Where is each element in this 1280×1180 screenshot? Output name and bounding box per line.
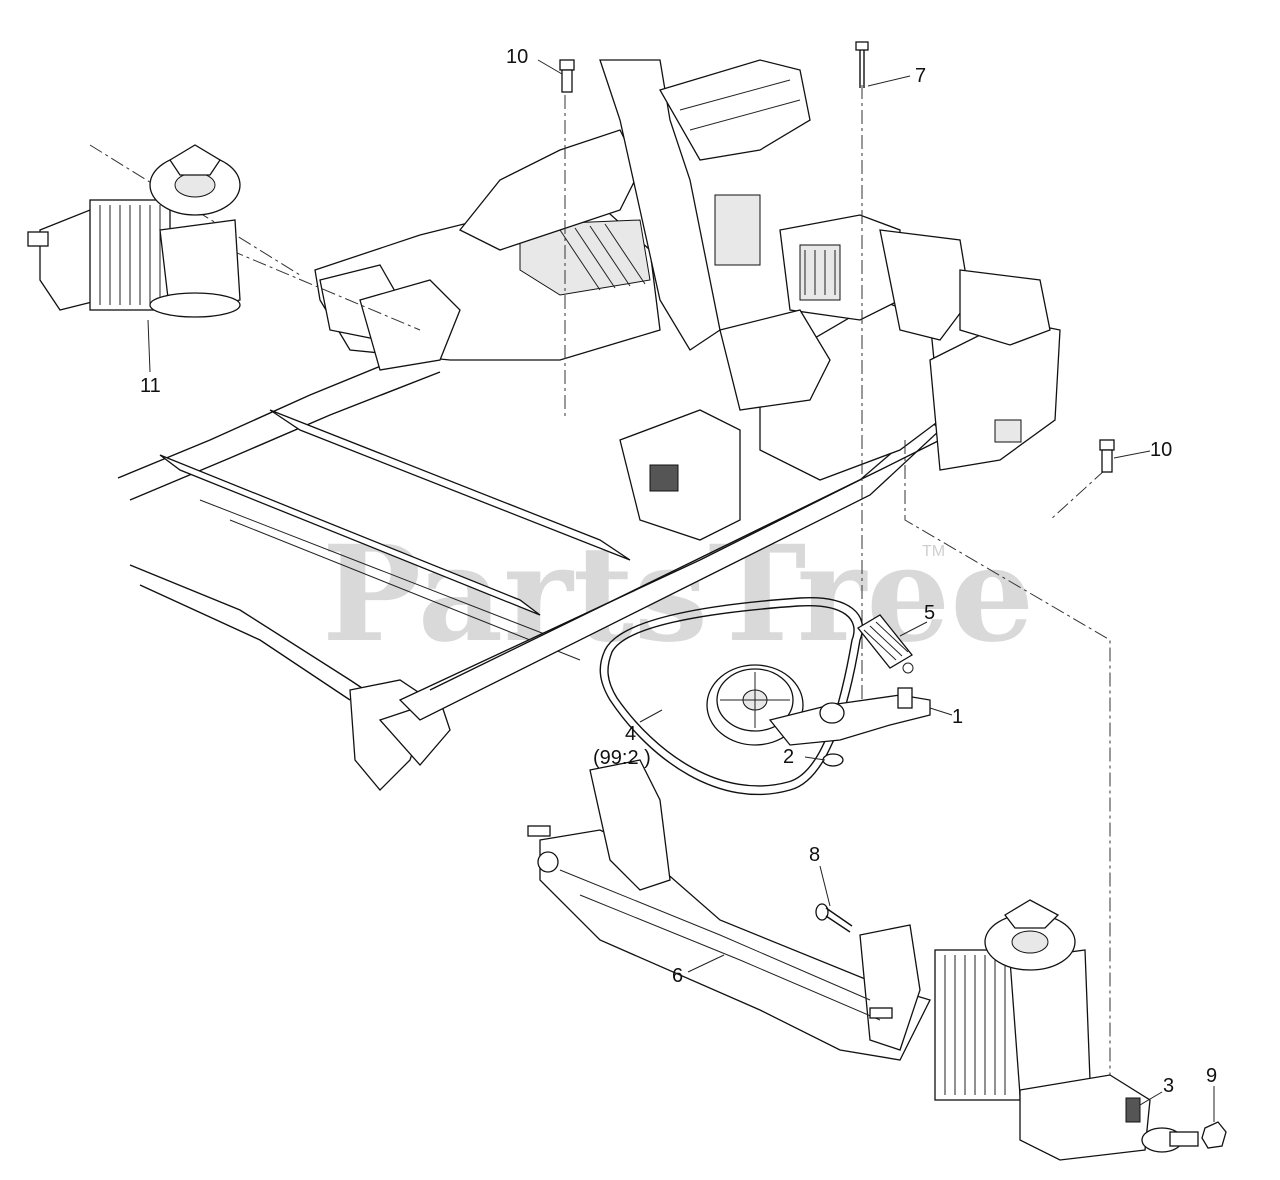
callout-11: 11 bbox=[140, 375, 161, 397]
watermark: PartsTree TM bbox=[322, 517, 1034, 672]
callout-8: 8 bbox=[809, 844, 820, 866]
callout-10-right: 10 bbox=[1150, 439, 1172, 461]
grille-ribs bbox=[559, 223, 646, 291]
washer-2 bbox=[822, 753, 844, 767]
callout-3: 3 bbox=[1163, 1075, 1174, 1097]
callout-labels: 10 7 11 10 5 1 2 4 (99:2 ) 8 6 3 9 bbox=[140, 46, 1217, 1097]
callout-6: 6 bbox=[672, 965, 683, 987]
callout-4: 4 bbox=[625, 723, 636, 745]
bolt-8 bbox=[815, 903, 853, 933]
nut-9 bbox=[1201, 1121, 1227, 1149]
transaxle-right bbox=[934, 899, 1199, 1161]
idler-arm bbox=[768, 687, 931, 746]
chassis-frame bbox=[89, 59, 1111, 1090]
axle-cradle bbox=[527, 759, 931, 1061]
cooling-fins-right bbox=[944, 955, 1006, 1095]
bolt-7 bbox=[855, 41, 869, 88]
callout-1: 1 bbox=[952, 706, 963, 728]
callout-2: 2 bbox=[783, 746, 794, 768]
callout-10-top: 10 bbox=[506, 46, 528, 68]
vent-ribs bbox=[804, 250, 836, 295]
cooling-fins-left bbox=[99, 205, 161, 305]
transaxle-left bbox=[27, 144, 241, 318]
bolt-10-top bbox=[559, 59, 575, 93]
idler-spring bbox=[857, 614, 914, 674]
callout-9: 9 bbox=[1206, 1065, 1217, 1087]
callout-5: 5 bbox=[924, 602, 935, 624]
callout-7: 7 bbox=[915, 65, 926, 87]
callout-4-note: (99:2 ) bbox=[593, 747, 651, 769]
leader-lines bbox=[147, 59, 1215, 1122]
watermark-trademark: TM bbox=[922, 543, 945, 560]
bolt-10-right bbox=[1099, 439, 1115, 473]
watermark-text: PartsTree bbox=[322, 517, 1034, 672]
